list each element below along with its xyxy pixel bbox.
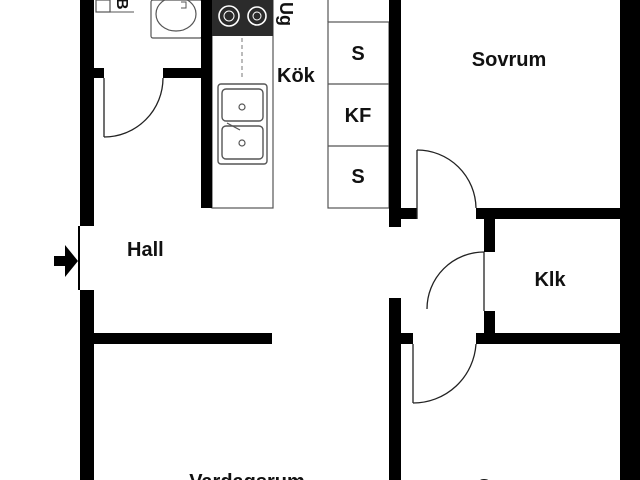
entrance-arrow-icon [54,245,78,277]
room-label-bedroom-1: Sovrum [472,49,546,71]
fixture-label-oven: Ug [276,2,296,26]
room-label-kitchen: Kök [277,65,316,87]
stove [212,0,273,36]
room-label-living-room: Vardagsrum [189,471,305,480]
room-label-hall: Hall [127,239,164,261]
walls [78,0,640,480]
wardrobe-label-top: S [351,43,364,65]
fixture-label-bathroom: B [113,0,130,10]
bathroom-fixtures [95,0,203,39]
doors [103,77,485,404]
wardrobe-label-bottom: S [351,166,364,188]
room-label-bedroom-2: S [477,476,490,480]
wardrobe-label-mid: KF [345,105,372,127]
room-label-closet: Klk [534,269,566,291]
kitchen-sink [217,83,268,165]
